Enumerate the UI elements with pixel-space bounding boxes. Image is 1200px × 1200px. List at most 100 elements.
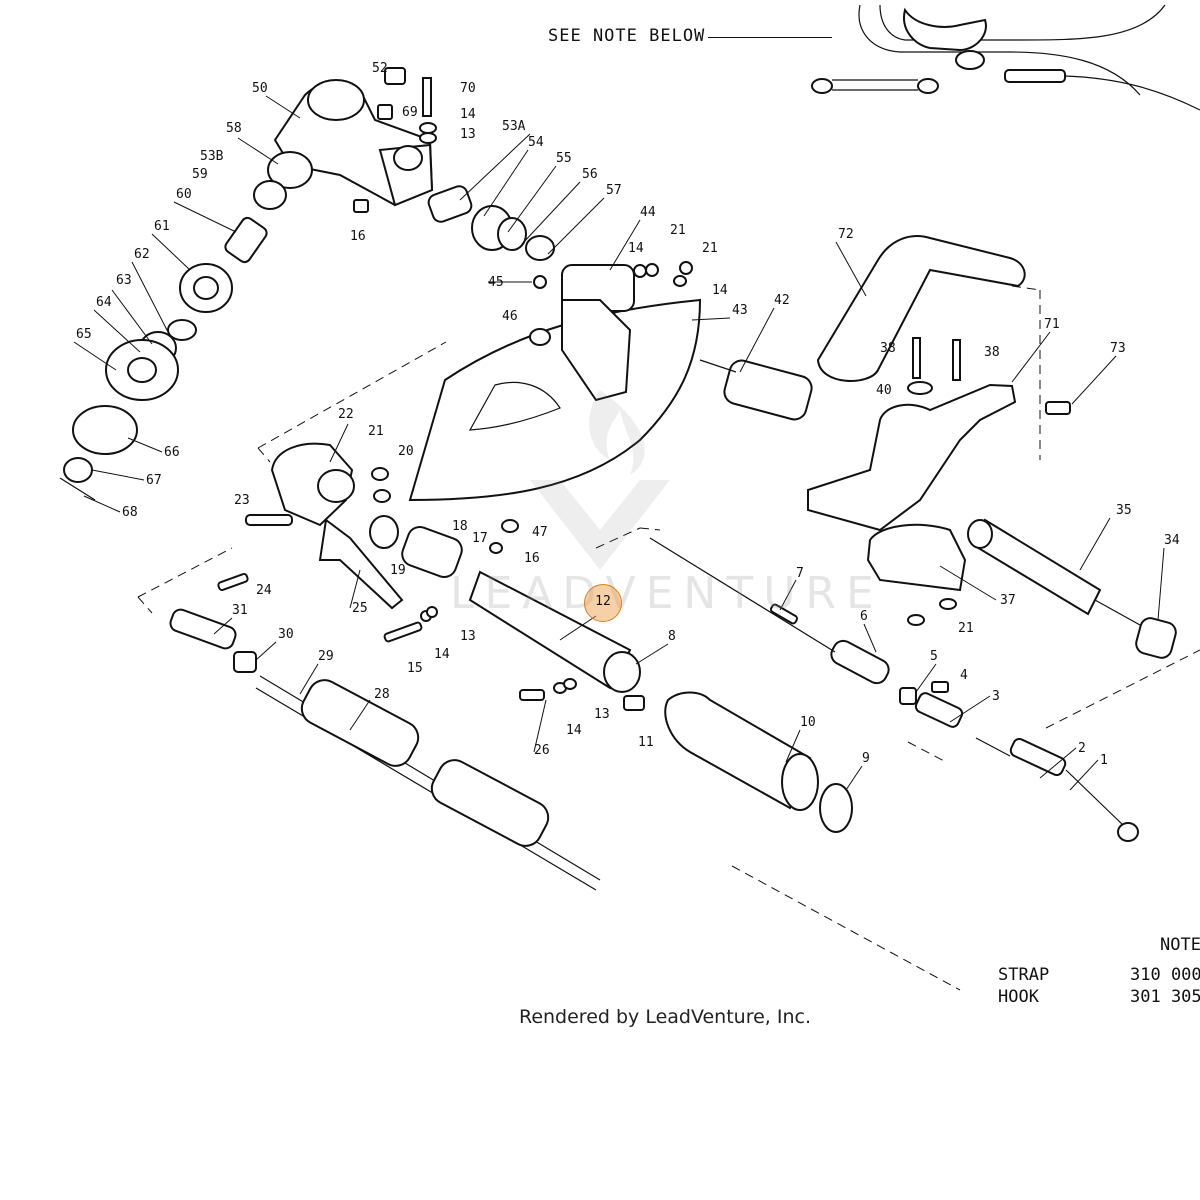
blade-guard	[408, 261, 702, 502]
note-row-strap: STRAP 310 000	[998, 964, 1200, 986]
callout-46: 46	[502, 309, 518, 324]
callout-66: 66	[164, 445, 180, 460]
callout-14c: 14	[460, 107, 476, 122]
callout-61: 61	[154, 219, 170, 234]
callout-53a: 53A	[502, 119, 526, 134]
callout-12-hotspot[interactable]: 12	[584, 584, 622, 622]
callout-67: 67	[146, 473, 162, 488]
callout-53b: 53B	[200, 149, 224, 164]
callout-13c: 13	[460, 127, 476, 142]
note-row-part: 310 000	[1130, 965, 1200, 985]
callout-8: 8	[668, 629, 676, 644]
callout-52: 52	[372, 61, 388, 76]
note-row-name: HOOK	[998, 987, 1039, 1007]
callout-1: 1	[1100, 753, 1108, 768]
callout-3: 3	[992, 689, 1000, 704]
callout-21c: 21	[702, 241, 718, 256]
callout-14a: 14	[566, 723, 582, 738]
callout-30: 30	[278, 627, 294, 642]
callout-20: 20	[398, 444, 414, 459]
callout-21b: 21	[670, 223, 686, 238]
callout-11: 11	[638, 735, 654, 750]
note-block: NOTE STRAP 310 000 HOOK 301 305	[998, 934, 1200, 1014]
callout-23: 23	[234, 493, 250, 508]
callout-13b: 13	[460, 629, 476, 644]
credit-text: Rendered by LeadVenture, Inc.	[518, 1006, 812, 1028]
callout-9: 9	[862, 751, 870, 766]
callout-69: 69	[402, 105, 418, 120]
note-title: NOTE	[1160, 935, 1200, 955]
callout-34: 34	[1164, 533, 1180, 548]
callout-64: 64	[96, 295, 112, 310]
callout-10: 10	[800, 715, 816, 730]
callout-26: 26	[534, 743, 550, 758]
callout-14e: 14	[712, 283, 728, 298]
callout-labels: 1 2 3 4 5 6 7 8 9 10 11 13 13 13 14 14 1…	[76, 61, 1180, 768]
callout-42: 42	[774, 293, 790, 308]
callout-50: 50	[252, 81, 268, 96]
callout-15: 15	[407, 661, 423, 676]
throttle-housing	[245, 442, 519, 610]
callout-43: 43	[732, 303, 748, 318]
leader-lines	[73, 95, 1165, 791]
callout-4: 4	[960, 668, 968, 683]
callout-21d: 21	[958, 621, 974, 636]
callout-60: 60	[176, 187, 192, 202]
watermark-logo	[440, 380, 760, 584]
note-row-name: STRAP	[998, 965, 1050, 985]
callout-28: 28	[374, 687, 390, 702]
callout-56: 56	[582, 167, 598, 182]
callout-12: 12	[595, 594, 611, 609]
callout-68: 68	[122, 505, 138, 520]
callout-6: 6	[860, 609, 868, 624]
callout-38a: 38	[880, 341, 896, 356]
callout-54: 54	[528, 135, 544, 150]
callout-35: 35	[1116, 503, 1132, 518]
callout-62: 62	[134, 247, 150, 262]
callout-2: 2	[1078, 741, 1086, 756]
callout-31: 31	[232, 603, 248, 618]
callout-73: 73	[1110, 341, 1126, 356]
callout-37: 37	[1000, 593, 1016, 608]
callout-40: 40	[876, 383, 892, 398]
callout-25: 25	[352, 601, 368, 616]
gearbox-assembly	[59, 67, 555, 501]
callout-16b: 16	[524, 551, 540, 566]
callout-71: 71	[1044, 317, 1060, 332]
drive-tube	[967, 518, 1177, 659]
callout-18: 18	[452, 519, 468, 534]
callout-70: 70	[460, 81, 476, 96]
callout-47: 47	[532, 525, 548, 540]
callout-13a: 13	[594, 707, 610, 722]
callout-16a: 16	[350, 229, 366, 244]
see-note-label: SEE NOTE BELOW	[548, 26, 706, 46]
callout-21a: 21	[368, 424, 384, 439]
note-row-part: 301 305	[1130, 987, 1200, 1007]
callout-19: 19	[390, 563, 406, 578]
callout-7: 7	[796, 566, 804, 581]
callout-38b: 38	[984, 345, 1000, 360]
callout-14d: 14	[628, 241, 644, 256]
callout-5: 5	[930, 649, 938, 664]
see-note-leader	[708, 37, 832, 38]
callout-58: 58	[226, 121, 242, 136]
callout-57: 57	[606, 183, 622, 198]
callout-14b: 14	[434, 647, 450, 662]
note-row-hook: HOOK 301 305	[998, 986, 1200, 1008]
strap-hook-detail	[811, 4, 1200, 111]
callout-55: 55	[556, 151, 572, 166]
callout-24: 24	[256, 583, 272, 598]
callout-22: 22	[338, 407, 354, 422]
lower-drive-shaft	[169, 608, 601, 891]
callout-44: 44	[640, 205, 656, 220]
watermark-text: LEADVENTURE	[450, 568, 884, 619]
callout-59: 59	[192, 167, 208, 182]
handle-assembly	[699, 235, 1071, 626]
callout-17: 17	[472, 531, 488, 546]
throttle-tube	[217, 537, 1139, 842]
callout-63: 63	[116, 273, 132, 288]
callout-29: 29	[318, 649, 334, 664]
callout-65: 65	[76, 327, 92, 342]
callout-72: 72	[838, 227, 854, 242]
